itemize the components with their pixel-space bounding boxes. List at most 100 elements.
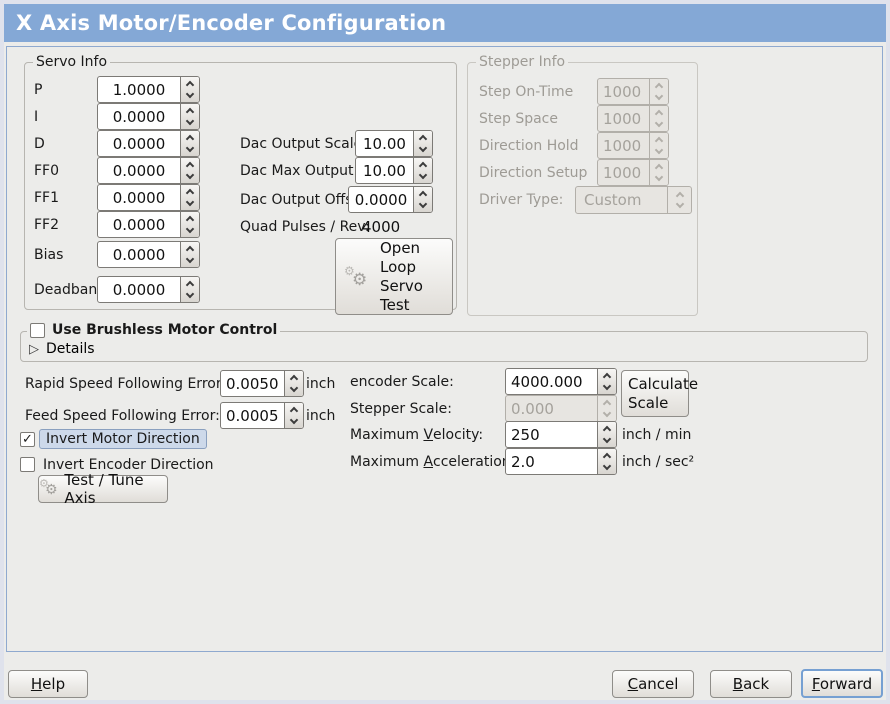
spin-up-icon[interactable] <box>598 369 616 382</box>
spin-up-icon[interactable] <box>285 371 303 384</box>
p-spin-buttons[interactable] <box>180 77 199 102</box>
i-spinbox[interactable]: 0.0000 <box>97 103 200 130</box>
spin-up-icon[interactable] <box>598 422 616 435</box>
rapid-following-error-spinbox[interactable]: 0.0050 <box>220 370 304 397</box>
spin-down-icon[interactable] <box>285 416 303 429</box>
spin-down-icon[interactable] <box>181 144 199 157</box>
ff1-spin-buttons[interactable] <box>180 185 199 210</box>
spin-up-icon[interactable] <box>181 158 199 171</box>
deadband-value[interactable]: 0.0000 <box>112 280 166 299</box>
d-spinbox[interactable]: 0.0000 <box>97 130 200 157</box>
i-spin-buttons[interactable] <box>180 104 199 129</box>
feed-following-error-spinbox[interactable]: 0.0005 <box>220 402 304 429</box>
spin-down-icon[interactable] <box>598 435 616 448</box>
rapid-spin-buttons[interactable] <box>284 371 303 396</box>
invert-motor-direction-label[interactable]: Invert Motor Direction <box>39 429 207 449</box>
spin-down-icon[interactable] <box>598 462 616 475</box>
spin-down-icon[interactable] <box>414 171 432 184</box>
direction-hold-value: 1000 <box>603 136 642 155</box>
ff1-value[interactable]: 0.0000 <box>112 188 166 207</box>
spin-down-icon[interactable] <box>181 290 199 303</box>
back-button[interactable]: Back <box>710 670 792 698</box>
bias-value[interactable]: 0.0000 <box>112 245 166 264</box>
spin-up-icon[interactable] <box>414 187 432 200</box>
use-brushless-checkbox[interactable] <box>30 322 45 338</box>
ff2-spinbox[interactable]: 0.0000 <box>97 211 200 238</box>
invert-motor-direction-checkbox[interactable]: ✓ <box>20 432 35 447</box>
encoder-scale-value[interactable]: 4000.000 <box>511 372 583 391</box>
dac-output-scale-spinbox[interactable]: 10.00 <box>355 130 433 157</box>
ff0-spin-buttons[interactable] <box>180 158 199 183</box>
invert-encoder-direction-label[interactable]: Invert Encoder Direction <box>43 456 214 473</box>
dac-output-offset-spin-buttons[interactable] <box>413 187 432 212</box>
maximum-acceleration-spinbox[interactable]: 2.0 <box>505 448 617 475</box>
spin-down-icon[interactable] <box>181 198 199 211</box>
spin-down-icon[interactable] <box>598 382 616 395</box>
spin-down-icon[interactable] <box>181 90 199 103</box>
spin-up-icon[interactable] <box>181 212 199 225</box>
acceleration-spin-buttons[interactable] <box>597 449 616 474</box>
open-loop-servo-test-button[interactable]: ⚙⚙ Open Loop Servo Test <box>335 238 453 315</box>
feed-spin-buttons[interactable] <box>284 403 303 428</box>
encoder-scale-spinbox[interactable]: 4000.000 <box>505 368 617 395</box>
maximum-velocity-spinbox[interactable]: 250 <box>505 421 617 448</box>
spin-down-icon[interactable] <box>181 117 199 130</box>
invert-encoder-direction-checkbox[interactable] <box>20 457 35 472</box>
ff2-spin-buttons[interactable] <box>180 212 199 237</box>
spin-down-icon[interactable] <box>414 144 432 157</box>
ff2-value[interactable]: 0.0000 <box>112 215 166 234</box>
dac-max-output-spin-buttons[interactable] <box>413 158 432 183</box>
p-label: P <box>34 81 43 98</box>
ff0-spinbox[interactable]: 0.0000 <box>97 157 200 184</box>
ff0-label: FF0 <box>34 162 60 179</box>
deadband-spin-buttons[interactable] <box>180 277 199 302</box>
spin-up-icon[interactable] <box>181 131 199 144</box>
spin-up-icon[interactable] <box>181 185 199 198</box>
test-tune-axis-button[interactable]: ⚙⚙ Test / Tune Axis <box>38 471 168 507</box>
ff1-spinbox[interactable]: 0.0000 <box>97 184 200 211</box>
expander-arrow-icon[interactable]: ▷ <box>29 341 39 357</box>
d-value[interactable]: 0.0000 <box>112 134 166 153</box>
bias-spin-buttons[interactable] <box>180 242 199 267</box>
feed-following-error-label: Feed Speed Following Error: <box>25 407 220 424</box>
cancel-button[interactable]: Cancel <box>612 670 694 698</box>
driver-type-combobox: Custom <box>575 186 692 214</box>
rapid-following-error-value[interactable]: 0.0050 <box>226 374 279 393</box>
spin-down-icon[interactable] <box>181 171 199 184</box>
spin-up-icon[interactable] <box>285 403 303 416</box>
maximum-velocity-value[interactable]: 250 <box>511 425 540 444</box>
spin-up-icon[interactable] <box>181 104 199 117</box>
d-spin-buttons[interactable] <box>180 131 199 156</box>
dac-output-offset-value[interactable]: 0.0000 <box>354 190 408 209</box>
step-on-time-spinbox: 1000 <box>597 78 669 105</box>
spin-up-icon[interactable] <box>181 277 199 290</box>
spin-down-icon[interactable] <box>181 255 199 268</box>
spin-up-icon[interactable] <box>181 242 199 255</box>
maximum-acceleration-value[interactable]: 2.0 <box>511 452 535 471</box>
spin-down-icon[interactable] <box>414 200 432 213</box>
dac-max-output-spinbox[interactable]: 10.00 <box>355 157 433 184</box>
spin-down-icon[interactable] <box>181 225 199 238</box>
encoder-scale-spin-buttons[interactable] <box>597 369 616 394</box>
feed-following-error-value[interactable]: 0.0005 <box>226 406 279 425</box>
spin-up-icon[interactable] <box>414 158 432 171</box>
deadband-spinbox[interactable]: 0.0000 <box>97 276 200 303</box>
dac-output-scale-value[interactable]: 10.00 <box>363 134 406 153</box>
dac-max-output-value[interactable]: 10.00 <box>363 161 406 180</box>
i-value[interactable]: 0.0000 <box>112 107 166 126</box>
bias-spinbox[interactable]: 0.0000 <box>97 241 200 268</box>
dac-output-scale-spin-buttons[interactable] <box>413 131 432 156</box>
spin-down-icon[interactable] <box>285 384 303 397</box>
forward-button[interactable]: Forward <box>801 669 883 698</box>
details-expander[interactable]: ▷ Details <box>29 341 95 357</box>
spin-up-icon[interactable] <box>181 77 199 90</box>
spin-up-icon[interactable] <box>414 131 432 144</box>
help-button[interactable]: Help <box>8 670 88 698</box>
dac-output-offset-spinbox[interactable]: 0.0000 <box>348 186 433 213</box>
p-spinbox[interactable]: 1.0000 <box>97 76 200 103</box>
p-value[interactable]: 1.0000 <box>112 80 166 99</box>
ff0-value[interactable]: 0.0000 <box>112 161 166 180</box>
spin-up-icon[interactable] <box>598 449 616 462</box>
calculate-scale-button[interactable]: Calculate Scale <box>621 370 698 417</box>
velocity-spin-buttons[interactable] <box>597 422 616 447</box>
